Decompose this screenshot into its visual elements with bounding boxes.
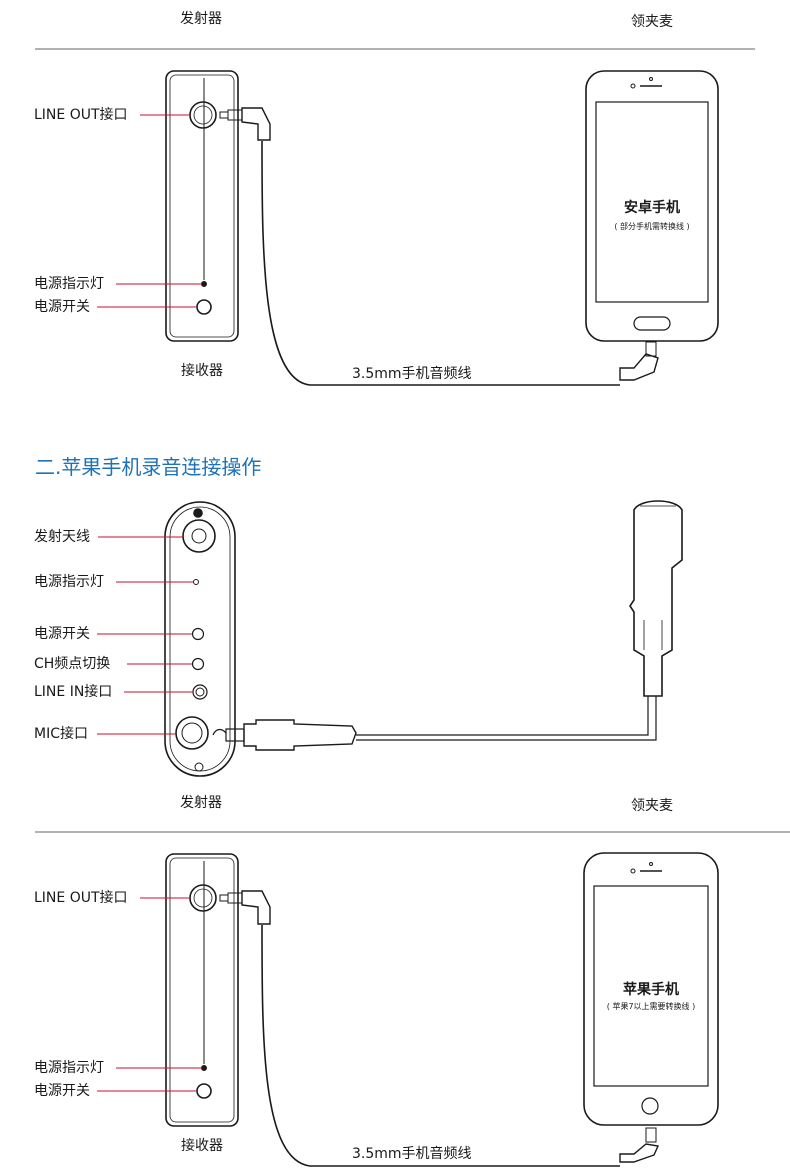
transmitter-power-switch-label: 电源开关	[34, 626, 90, 642]
section-title-iphone-recording: 二.苹果手机录音连接操作	[35, 455, 262, 479]
header-transmitter-label: 发射器	[180, 11, 222, 27]
android-phone-note: ( 部分手机需转换线 )	[614, 222, 690, 231]
top-audio-cable	[219, 107, 659, 386]
bottom-receiver-device	[165, 853, 239, 1127]
iphone-title: 苹果手机	[623, 982, 679, 998]
mic-cable-plug	[212, 696, 657, 751]
audio-cable-label: 3.5mm手机音频线	[352, 366, 472, 382]
android-phone-title: 安卓手机	[624, 200, 680, 216]
bottom-line-out-port-label: LINE OUT接口	[34, 890, 128, 906]
header-lav-mic-label: 领夹麦	[631, 14, 673, 30]
bottom-receiver-caption: 接收器	[181, 1138, 223, 1154]
transmitter-power-indicator-label: 电源指示灯	[34, 574, 104, 590]
leader-lines	[97, 114, 202, 1092]
bottom-power-switch-label: 电源开关	[34, 1083, 90, 1099]
transmitter-caption: 发射器	[180, 795, 222, 811]
bottom-power-indicator-label: 电源指示灯	[34, 1060, 104, 1076]
bottom-audio-cable-label: 3.5mm手机音频线	[352, 1146, 472, 1162]
transmitter-device	[164, 501, 236, 777]
line-in-port-label: LINE IN接口	[34, 684, 113, 700]
power-indicator-label: 电源指示灯	[34, 276, 104, 292]
iphone-note: ( 苹果7以上需要转换线 )	[606, 1002, 696, 1011]
receiver-caption: 接收器	[181, 363, 223, 379]
antenna-label: 发射天线	[34, 529, 90, 545]
top-receiver-device	[165, 70, 239, 342]
line-out-port-label: LINE OUT接口	[34, 107, 128, 123]
bottom-audio-cable	[219, 890, 660, 1167]
lav-mic-caption: 领夹麦	[631, 798, 673, 814]
bottom-iphone	[583, 852, 719, 1126]
power-switch-label: 电源开关	[34, 299, 90, 315]
ch-switch-label: CH频点切换	[34, 656, 111, 672]
top-android-phone	[585, 70, 719, 342]
lavalier-microphone	[629, 500, 683, 697]
mic-port-label: MIC接口	[34, 726, 88, 742]
